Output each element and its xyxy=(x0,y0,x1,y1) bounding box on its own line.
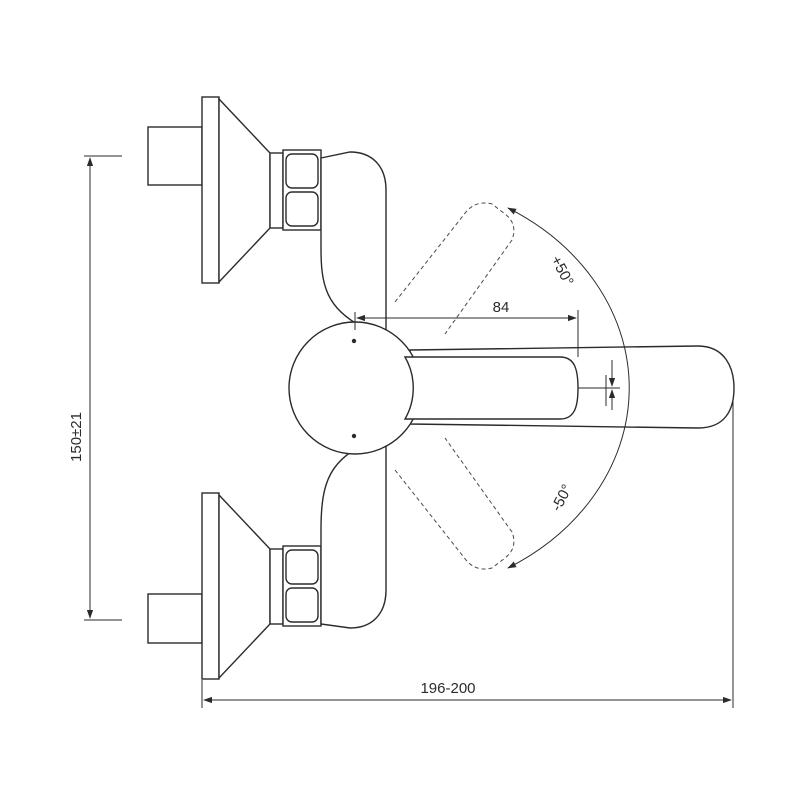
top-pipe-stub xyxy=(147,126,203,186)
bottom-nut-upper xyxy=(285,549,319,585)
bottom-flange-cone xyxy=(218,493,271,680)
top-nut-upper xyxy=(285,153,319,189)
up-angle-label: +50° xyxy=(547,253,577,289)
bottom-connector xyxy=(147,492,322,680)
top-flange-cone xyxy=(218,97,271,284)
lever-dimension xyxy=(354,310,579,357)
top-collar xyxy=(269,152,284,229)
bottom-wall-flange xyxy=(201,492,220,680)
bottom-nut-lower xyxy=(285,587,319,623)
top-connector xyxy=(147,96,322,284)
hub-screw-bottom xyxy=(351,433,357,439)
lever-rotation-ghosts xyxy=(394,202,515,570)
offset-dimension xyxy=(578,360,620,410)
valve-body xyxy=(320,151,387,629)
width-dimension xyxy=(201,400,734,708)
width-label: 196-200 xyxy=(420,680,475,697)
height-dimension xyxy=(84,155,122,621)
bottom-pipe-stub xyxy=(147,593,203,644)
down-angle-label: -50° xyxy=(548,482,576,514)
lever-ghost-down xyxy=(394,437,515,570)
height-label: 150±21 xyxy=(68,412,85,462)
rotation-arc xyxy=(507,207,630,569)
bottom-collar xyxy=(269,548,284,625)
top-wall-flange xyxy=(201,96,220,284)
lever-handle xyxy=(403,356,579,420)
hub-screw-top xyxy=(351,338,357,344)
lever-length-label: 84 xyxy=(493,299,510,316)
top-nut-lower xyxy=(285,191,319,227)
lever-ghost-up xyxy=(394,202,515,335)
